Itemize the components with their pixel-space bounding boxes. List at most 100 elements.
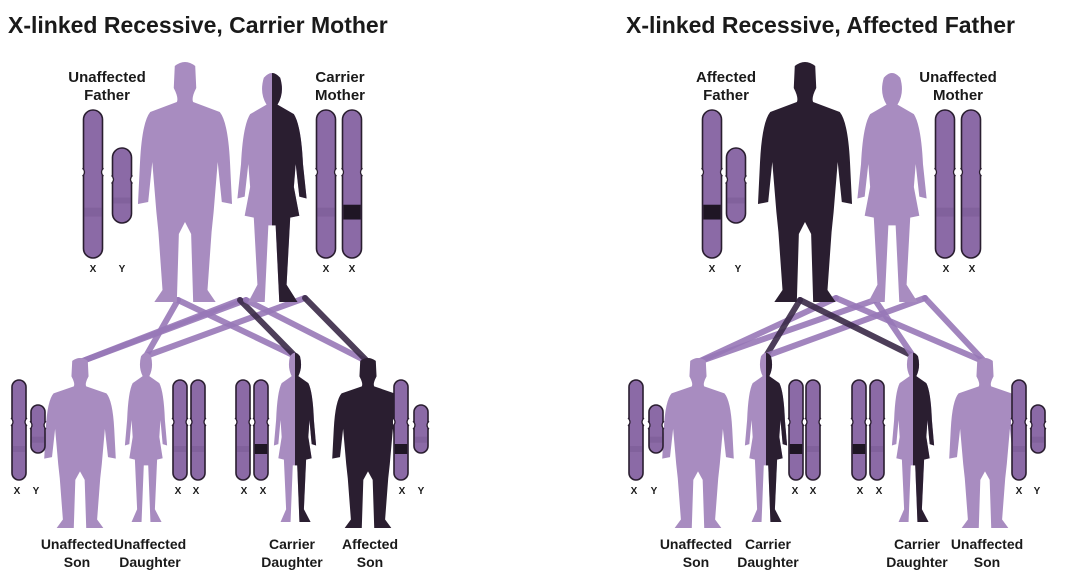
child-chromosome-x [805,380,821,480]
centromere-right [25,418,27,426]
father-silhouette [758,62,852,302]
centromere-left [413,421,415,429]
centromere-left [1030,421,1032,429]
chromosome-label: X [876,486,883,497]
mother-silhouette [237,73,306,302]
centromere-right [131,176,133,184]
chromosome-label: Y [418,486,425,497]
centromere-right [865,418,867,426]
parent-chromosome-x [83,110,104,258]
chromosome-label: X [349,264,356,275]
child-label-line2: Daughter [261,554,323,570]
centromere-right [427,421,429,429]
centromere-right [335,168,337,176]
inheritance-lines [698,298,985,362]
child-label-line2: Son [64,554,90,570]
chromosome-body [806,380,820,480]
centromere-left [393,418,395,426]
child-label-line2: Daughter [119,554,181,570]
centromere-left [788,418,790,426]
chromosome-label: X [193,486,200,497]
son-silhouette [332,358,404,528]
chromosome-body [12,380,26,480]
centromere-left [726,176,728,184]
chromosome-label: Y [119,264,126,275]
child-label-line2: Son [974,554,1000,570]
parent-label-line1: Unaffected [68,69,146,86]
chromosome-label: Y [33,486,40,497]
inheritance-line-maternal [305,298,368,362]
centromere-right [883,418,885,426]
chromosome-body [962,110,981,258]
chromosome-band [650,437,662,443]
parent-label-line1: Unaffected [919,69,997,86]
centromere-right [954,168,956,176]
child-label-line1: Unaffected [41,536,113,552]
centromere-left [235,418,237,426]
child-chromosome-x [11,380,27,480]
figure-affected-half [274,353,316,522]
chromosome-label: X [709,264,716,275]
chromosome-body [394,380,408,480]
centromere-right [407,418,409,426]
chromosome-label: X [631,486,638,497]
mother-silhouette [857,73,926,302]
child-label-line1: Carrier [269,536,315,552]
mutant-allele-band [343,205,360,220]
chromosome-band [1013,446,1025,452]
parent-chromosome-y [726,148,747,223]
chromosome-label: Y [651,486,658,497]
centromere-right [721,168,723,176]
child-label-line2: Son [683,554,709,570]
figure-unaffected [949,358,1021,528]
child-label-line1: Unaffected [951,536,1023,552]
centromere-left [342,168,344,176]
child-chromosome-y [413,405,429,453]
child-chromosome-x [628,380,644,480]
chromosome-label: X [241,486,248,497]
centromere-left [190,418,192,426]
chromosome-label: X [14,486,21,497]
centromere-left [935,168,937,176]
centromere-right [249,418,251,426]
chromosome-body [852,380,866,480]
child-label-line2: Daughter [886,554,948,570]
centromere-left [702,168,704,176]
child-label-line1: Carrier [894,536,940,552]
child-chromosome-x [851,380,867,480]
daughter-silhouette [274,353,316,522]
parent-chromosome-x [961,110,982,258]
centromere-right [361,168,363,176]
centromere-right [662,421,664,429]
chromosome-body [191,380,205,480]
child-label-line1: Affected [342,536,398,552]
mutant-allele-band [255,444,267,454]
chromosome-body [317,110,336,258]
daughter-silhouette [892,353,934,522]
child-chromosome-x [1011,380,1027,480]
figure-affected [758,62,852,302]
chromosome-label: X [857,486,864,497]
mutant-allele-band [703,205,720,220]
centromere-right [102,168,104,176]
chromosome-body [1031,405,1045,453]
parent-label-line2: Father [703,87,749,104]
figure-affected-half [745,353,787,522]
chromosome-body [343,110,362,258]
centromere-right [1044,421,1046,429]
child-chromosome-x [253,380,269,480]
chromosome-label: X [969,264,976,275]
chromosome-body [113,148,132,223]
figure-unaffected [857,73,926,302]
chromosome-label: X [792,486,799,497]
centromere-right [267,418,269,426]
centromere-right [819,418,821,426]
child-label-line1: Unaffected [660,536,732,552]
parent-label-line2: Mother [933,87,983,104]
father-silhouette [138,62,232,302]
chromosome-body [870,380,884,480]
chromosome-label: X [260,486,267,497]
child-chromosome-x [235,380,251,480]
